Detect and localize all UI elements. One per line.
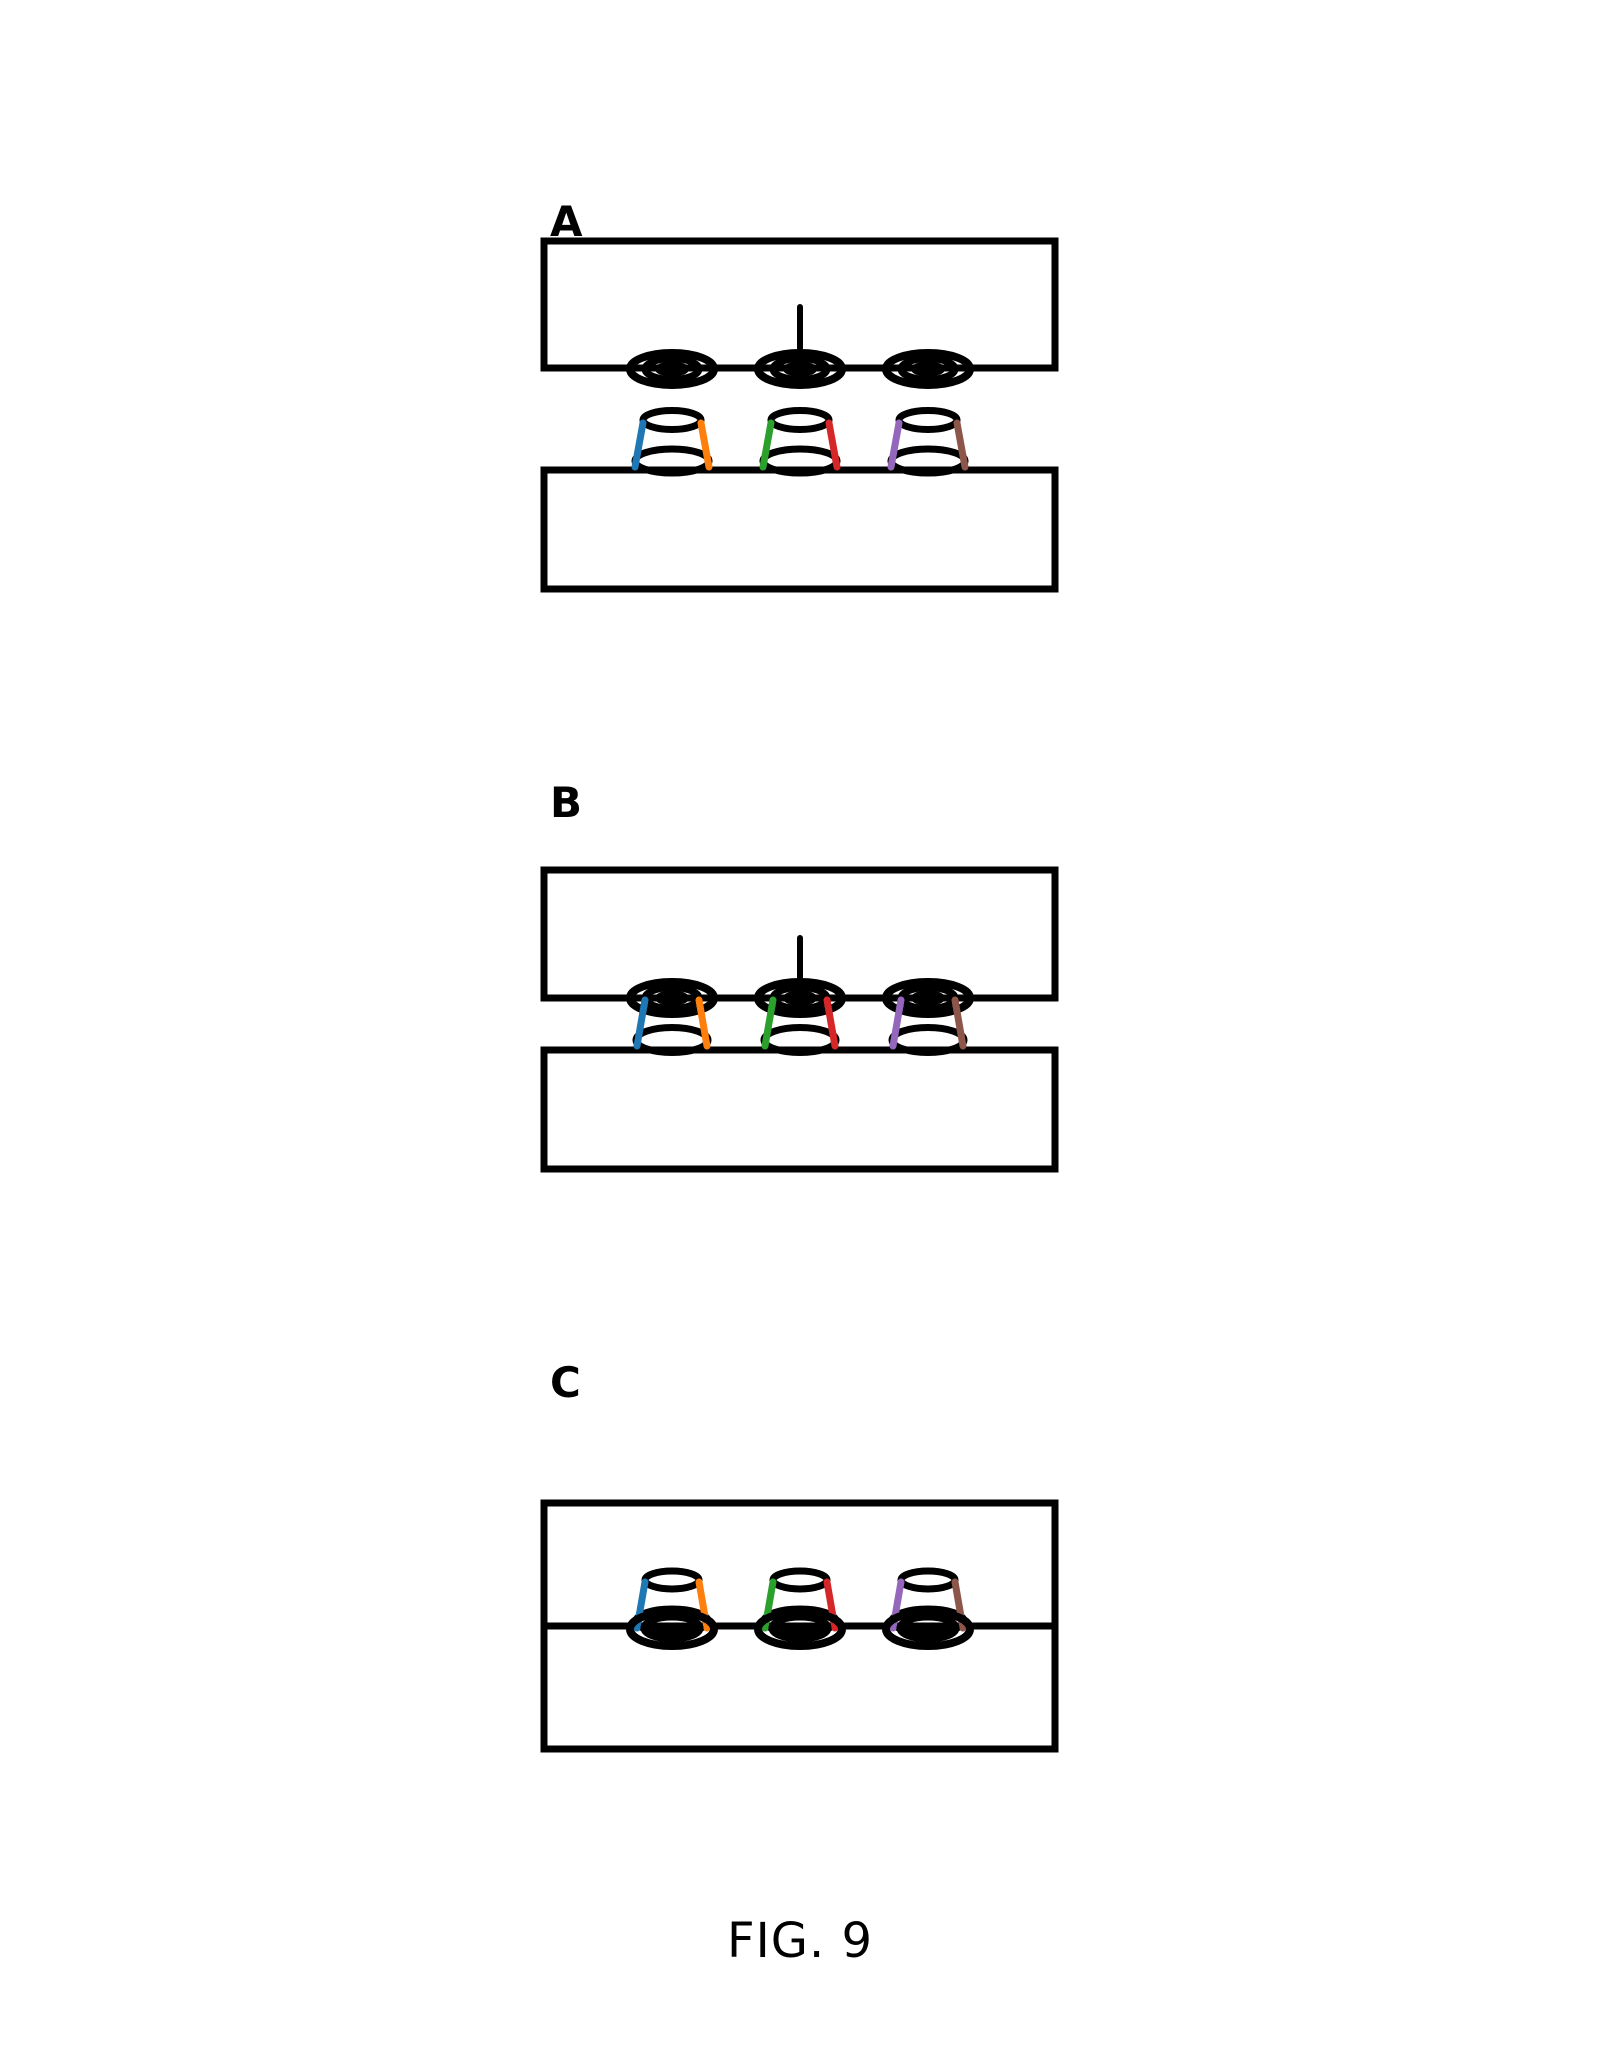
cone (760, 996, 840, 1056)
cone (632, 996, 712, 1056)
cone (759, 407, 841, 477)
panel-b-bottom-plate (540, 1046, 1059, 1173)
coil-marker (754, 349, 846, 389)
cone-right-edge (697, 419, 713, 471)
cone-right-edge (953, 419, 969, 471)
panel-c: C (540, 1358, 1059, 1753)
panel-a: A (540, 197, 1059, 593)
cone (887, 407, 969, 477)
cone-right-edge (823, 996, 839, 1050)
cone-left-edge (633, 996, 649, 1050)
cone (888, 996, 968, 1056)
cone-left-edge (631, 419, 647, 471)
panel-b-label: B (550, 778, 582, 827)
cone-left-edge (889, 996, 905, 1050)
cone-right-edge (951, 996, 967, 1050)
figure-caption: FIG. 9 (727, 1913, 873, 1969)
cone-left-edge (761, 996, 777, 1050)
coil-marker (754, 1608, 846, 1650)
cone-left-edge (759, 419, 775, 471)
panel-a-bottom-plate (540, 466, 1059, 593)
cone-right-edge (695, 996, 711, 1050)
coil-marker (882, 349, 974, 389)
cone-left-edge (887, 419, 903, 471)
cone (631, 407, 713, 477)
coil-marker (626, 349, 718, 389)
coil-marker (882, 1608, 974, 1650)
cone-right-edge (825, 419, 841, 471)
panel-b: B (540, 778, 1059, 1173)
coil-marker (626, 1608, 718, 1650)
panel-c-label: C (550, 1358, 581, 1407)
